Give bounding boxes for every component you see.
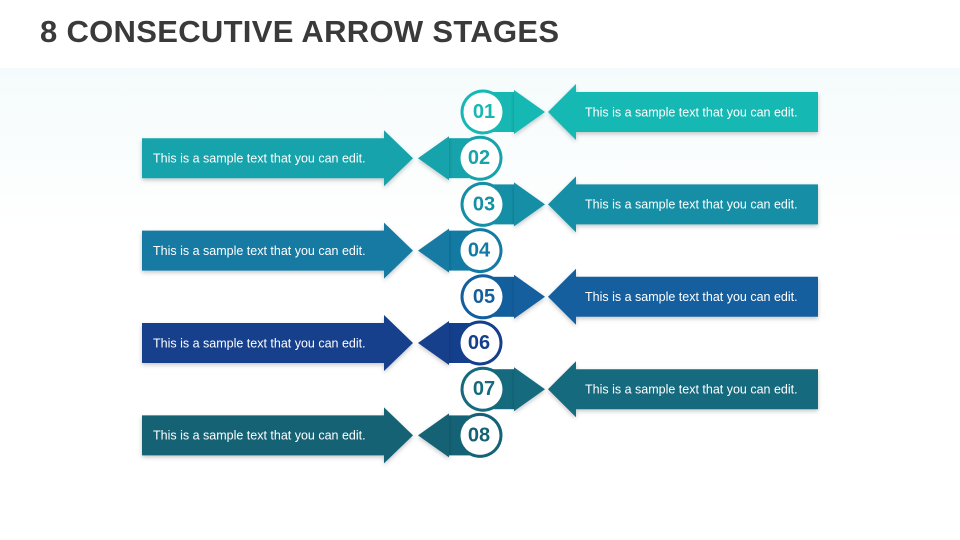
stage-disc [463,277,503,317]
stage-text: This is a sample text that you can edit. [153,151,366,165]
stage-07: 07 This is a sample text that you can edi… [460,361,818,418]
stage-08: 08 This is a sample text that you can edi… [142,407,503,464]
stage-text-arrow [142,315,413,371]
stage-text: This is a sample text that you can edit. [153,244,366,258]
stage-text: This is a sample text that you can edit. [585,198,798,212]
stage-text-arrow [548,361,818,418]
stage-01: 01 This is a sample text that you can edi… [460,84,818,140]
slide-title: 8 CONSECUTIVE ARROW STAGES [40,14,560,49]
stage-number: 04 [468,240,491,262]
stage-text-arrow [142,222,413,279]
stage-text-arrow [548,176,818,233]
stage-02: 02 This is a sample text that you can edi… [142,130,503,187]
stage-number: 05 [473,286,495,308]
stage-05: 05 This is a sample text that you can edi… [460,268,818,325]
stage-04: 04 This is a sample text that you can edi… [142,222,503,279]
stage-disc [460,231,500,271]
stage-disc [460,415,500,455]
stage-arrowhead [418,413,449,458]
stage-text: This is a sample text that you can edit. [153,429,366,443]
stage-arrowhead [514,367,545,412]
stage-text: This is a sample text that you can edit. [153,336,366,350]
stage-text: This is a sample text that you can edit. [585,105,798,119]
stage-disc [460,138,500,178]
stage-arrowhead [514,90,545,134]
stage-arrowhead [514,274,545,319]
stage-03: 03 This is a sample text that you can edi… [460,176,818,233]
stage-number: 06 [468,332,490,354]
stage-number: 07 [473,378,495,400]
stage-number: 01 [473,101,495,123]
stage-number: 08 [468,424,490,446]
stage-disc [463,184,503,224]
stage-06: 06 This is a sample text that you can edi… [142,315,503,371]
stage-disc [463,92,503,132]
stage-text-arrow [142,130,413,187]
stage-arrowhead [418,228,449,273]
stage-text-arrow [548,84,818,140]
stage-number: 02 [468,147,490,169]
stage-arrowhead [514,182,545,227]
stage-arrowhead [418,136,449,181]
stage-number: 03 [473,193,495,215]
stage-disc [463,369,503,409]
stage-text: This is a sample text that you can edit. [585,382,798,396]
stage-text-arrow [142,407,413,464]
stage-disc [460,323,500,363]
stage-text: This is a sample text that you can edit. [585,290,798,304]
stage-arrowhead [418,321,449,365]
stage-text-arrow [548,268,818,325]
